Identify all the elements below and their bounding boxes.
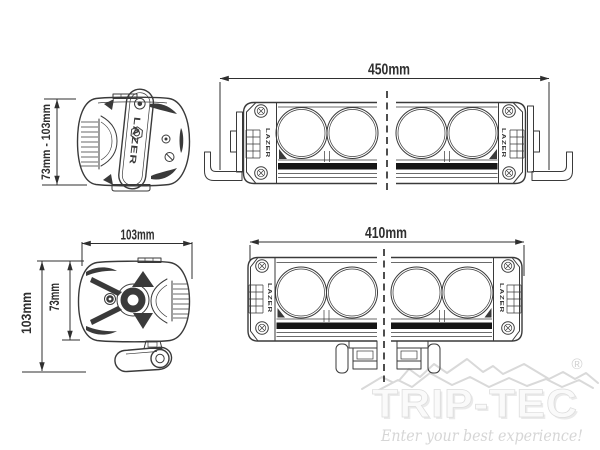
endcap-plate bbox=[246, 102, 257, 184]
housing-right-half: LAZER bbox=[395, 101, 527, 185]
housing-right-half: LAZER bbox=[390, 256, 523, 342]
watermark-logo: TRIP-TEC bbox=[372, 382, 578, 426]
watermark-tagline: Enter your best experience! bbox=[380, 426, 583, 445]
dimension-width: 103mm bbox=[81, 227, 193, 279]
housing-left-half: LAZER bbox=[247, 256, 378, 342]
endcap-connector-grid bbox=[506, 284, 522, 314]
pod-body-outline bbox=[77, 260, 191, 343]
body-height-label: 73mm bbox=[46, 283, 62, 311]
pedestal-foot-right bbox=[427, 343, 441, 374]
endcap-bolt bbox=[254, 166, 268, 180]
width-label: 103mm bbox=[121, 227, 155, 244]
endcap-plate bbox=[512, 102, 523, 184]
lens-circle bbox=[326, 266, 378, 319]
brand-watermark: ® TRIP-TEC TRIP-TEC Enter your best expe… bbox=[361, 356, 599, 445]
hex-bolt-icon bbox=[130, 126, 143, 140]
pedestal-mount bbox=[335, 340, 441, 374]
top-slot-tab bbox=[137, 257, 162, 263]
endcap-brand-mark: LAZER bbox=[264, 128, 270, 158]
endcap-bolt bbox=[255, 259, 269, 273]
strap-bottom-tab bbox=[111, 184, 151, 192]
dimension-body-height: 73mm bbox=[46, 261, 80, 341]
strap-brand-mark: LAZER bbox=[127, 116, 142, 165]
endcap-bolt bbox=[502, 166, 516, 180]
lens-circle bbox=[446, 107, 499, 159]
housing-screws bbox=[161, 134, 175, 162]
housing-left-half: LAZER bbox=[242, 101, 379, 185]
lens-circle bbox=[441, 266, 494, 319]
reflector-stripe bbox=[276, 322, 377, 329]
lens-profile-left bbox=[100, 115, 118, 167]
endcap-bolt bbox=[501, 321, 515, 335]
watermark-logo-shadow: TRIP-TEC bbox=[374, 384, 580, 428]
housing-outline bbox=[247, 256, 377, 342]
heatsink-fins-left bbox=[81, 118, 100, 170]
endcap-bolt bbox=[501, 259, 515, 273]
endcap-brand-mark: LAZER bbox=[500, 128, 506, 158]
lens-circle bbox=[275, 107, 328, 159]
overall-height-label: 103mm bbox=[18, 292, 34, 334]
housing-outline bbox=[396, 101, 527, 185]
view-front-410: LAZER LAZER bbox=[247, 225, 525, 382]
bracket-foot-left bbox=[204, 151, 243, 181]
center-pivot bbox=[104, 283, 150, 317]
registered-mark: ® bbox=[571, 356, 582, 373]
lens-circle bbox=[395, 107, 448, 159]
pedestal-arm-bracket bbox=[114, 340, 173, 373]
reflector-stripe bbox=[396, 163, 498, 170]
endcap-brand-mark: LAZER bbox=[266, 283, 272, 313]
dimension-overall-width: 450mm bbox=[219, 62, 550, 170]
view-side-top: LAZER 73mm - 103mm bbox=[39, 88, 191, 192]
housing-pockets-right bbox=[103, 99, 184, 185]
pedestal-foot-left bbox=[335, 343, 349, 374]
rib-pockets bbox=[86, 267, 154, 335]
overall-width-label: 450mm bbox=[368, 62, 410, 79]
view-front-450: LAZER LAZER bbox=[204, 62, 573, 194]
lens-circle bbox=[275, 266, 327, 319]
bracket-foot-right bbox=[531, 151, 573, 181]
housing-outline bbox=[242, 101, 377, 185]
endcap-bolt bbox=[255, 321, 269, 335]
strap-knob bbox=[134, 97, 146, 110]
lens-circle bbox=[326, 107, 379, 159]
endcap-connector-grid bbox=[248, 284, 264, 314]
side-bracket-right bbox=[527, 105, 573, 181]
lens-circle bbox=[390, 266, 443, 319]
housing-outline bbox=[391, 256, 523, 342]
heatsink-fins-right bbox=[171, 280, 189, 322]
pod-body-inner-edge bbox=[97, 101, 168, 104]
body-width-label: 410mm bbox=[365, 225, 407, 242]
view-side-bottom: 103mm 103mm 73mm bbox=[18, 227, 193, 373]
endcap-connector-grid bbox=[509, 129, 525, 159]
arm-bolt bbox=[150, 348, 170, 369]
reflector-stripe bbox=[391, 322, 492, 329]
height-range-label: 73mm - 103mm bbox=[39, 104, 53, 180]
dimension-height-range: 73mm - 103mm bbox=[39, 98, 87, 186]
side-bracket-left bbox=[204, 111, 243, 181]
endcap-brand-mark: LAZER bbox=[498, 283, 504, 313]
mounting-strap: LAZER bbox=[118, 88, 155, 190]
endcap-bolt bbox=[254, 104, 268, 118]
pod-body-outline bbox=[76, 96, 191, 187]
dimension-body-width: 410mm bbox=[249, 225, 525, 276]
reflector-stripe bbox=[278, 163, 377, 170]
mountain-ridge-front-icon bbox=[376, 372, 594, 392]
lens-profile-right bbox=[150, 278, 168, 324]
endcap-bolt bbox=[502, 104, 516, 118]
dimension-overall-height: 103mm bbox=[18, 260, 86, 373]
endcap-connector-grid bbox=[245, 129, 261, 159]
